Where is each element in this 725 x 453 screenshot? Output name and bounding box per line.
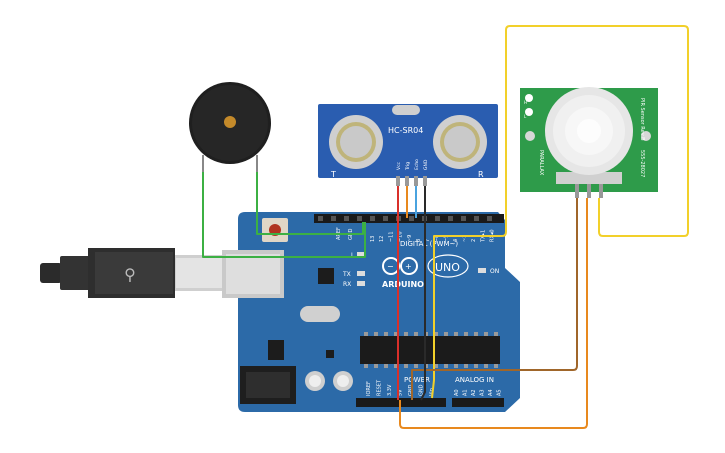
power-pin-label: RESET: [377, 379, 383, 396]
wire-buzzer-signal: [256, 172, 364, 235]
sonar-pin-label: GND: [423, 159, 429, 170]
sonar-pin-label: Trig: [405, 162, 411, 171]
pir-part-no: 555-28027: [639, 150, 645, 177]
usb-cable: ⚲: [40, 248, 230, 298]
tx-label: TX: [342, 271, 351, 278]
analog-pin-label: A3: [480, 389, 486, 396]
rx-label: RX: [343, 281, 351, 288]
power-label: POWER: [404, 376, 430, 384]
analog-pin-label: A2: [471, 389, 477, 396]
digital-pin-label: ~9: [407, 235, 413, 242]
wire-buzzer-gnd: [202, 172, 366, 258]
sonar-pin-label: Echo: [414, 159, 420, 170]
digital-pin-label: 12: [379, 236, 385, 242]
svg-text:−: −: [387, 262, 394, 271]
power-pin-label: 5V: [398, 389, 404, 396]
digital-pin-label: 13: [370, 236, 376, 242]
digital-pin-label: 2: [471, 239, 477, 242]
pir-rev-text: PIR Sensor Rev B: [639, 98, 645, 141]
wire-sonar-gnd: [420, 186, 426, 401]
digital-pin-label: ~3: [462, 235, 468, 242]
sonar-r-mark: R: [478, 170, 484, 179]
sonar-pin-label: Vcc: [396, 161, 402, 170]
atmega-chip: [360, 336, 500, 364]
digital-pin-label: 4: [453, 239, 459, 242]
analog-pin-label: A0: [454, 389, 460, 396]
pir-jumper-l: L: [524, 114, 527, 119]
arduino-board: DIGITAL (PWM~) AREF GND L TX RX ON − + A…: [222, 212, 520, 412]
digital-pin-label: 7: [425, 239, 431, 242]
wires: [202, 25, 689, 429]
digital-pin-label: ~6: [434, 235, 440, 242]
digital-pin-label: ~5: [444, 235, 450, 242]
digital-label: DIGITAL (PWM~): [400, 240, 458, 248]
wire-pir-output: [431, 25, 689, 399]
analog-label: ANALOG IN: [455, 376, 494, 384]
sonar-title: HC-SR04: [388, 126, 423, 135]
analog-pin-label: A1: [463, 389, 469, 396]
svg-text:+: +: [405, 262, 412, 271]
l-led-label: L: [351, 252, 355, 259]
usb-icon: ⚲: [124, 265, 136, 284]
power-pin-label: 3.3V: [387, 384, 393, 396]
wire-pir-gnd: [411, 198, 578, 400]
analog-header: [452, 398, 504, 407]
uno-text: UNO: [435, 261, 460, 274]
digital-pin-label: ~10: [398, 231, 404, 242]
wire-pir-vcc: [399, 198, 588, 429]
pir-brand: PARALLAX: [538, 150, 544, 176]
crystal: [300, 306, 340, 322]
digital-pin-label: ~11: [388, 231, 394, 242]
piezo-buzzer: [189, 82, 271, 172]
uno-badge: [427, 254, 469, 278]
analog-pin-label: A5: [497, 389, 503, 396]
pir-sensor: PARALLAX PIR Sensor Rev B 555-28027 H L: [520, 87, 658, 198]
sonar-t-mark: T: [330, 170, 336, 179]
pir-jumper-h: H: [524, 100, 527, 105]
power-pin-label: GND: [419, 384, 425, 396]
power-pin-label: IOREF: [366, 381, 372, 396]
arduino-logo-text: ARDUINO: [382, 280, 424, 289]
analog-pin-label: A4: [488, 389, 494, 396]
on-label: ON: [490, 268, 499, 275]
digital-pin-label: 8: [416, 239, 422, 242]
